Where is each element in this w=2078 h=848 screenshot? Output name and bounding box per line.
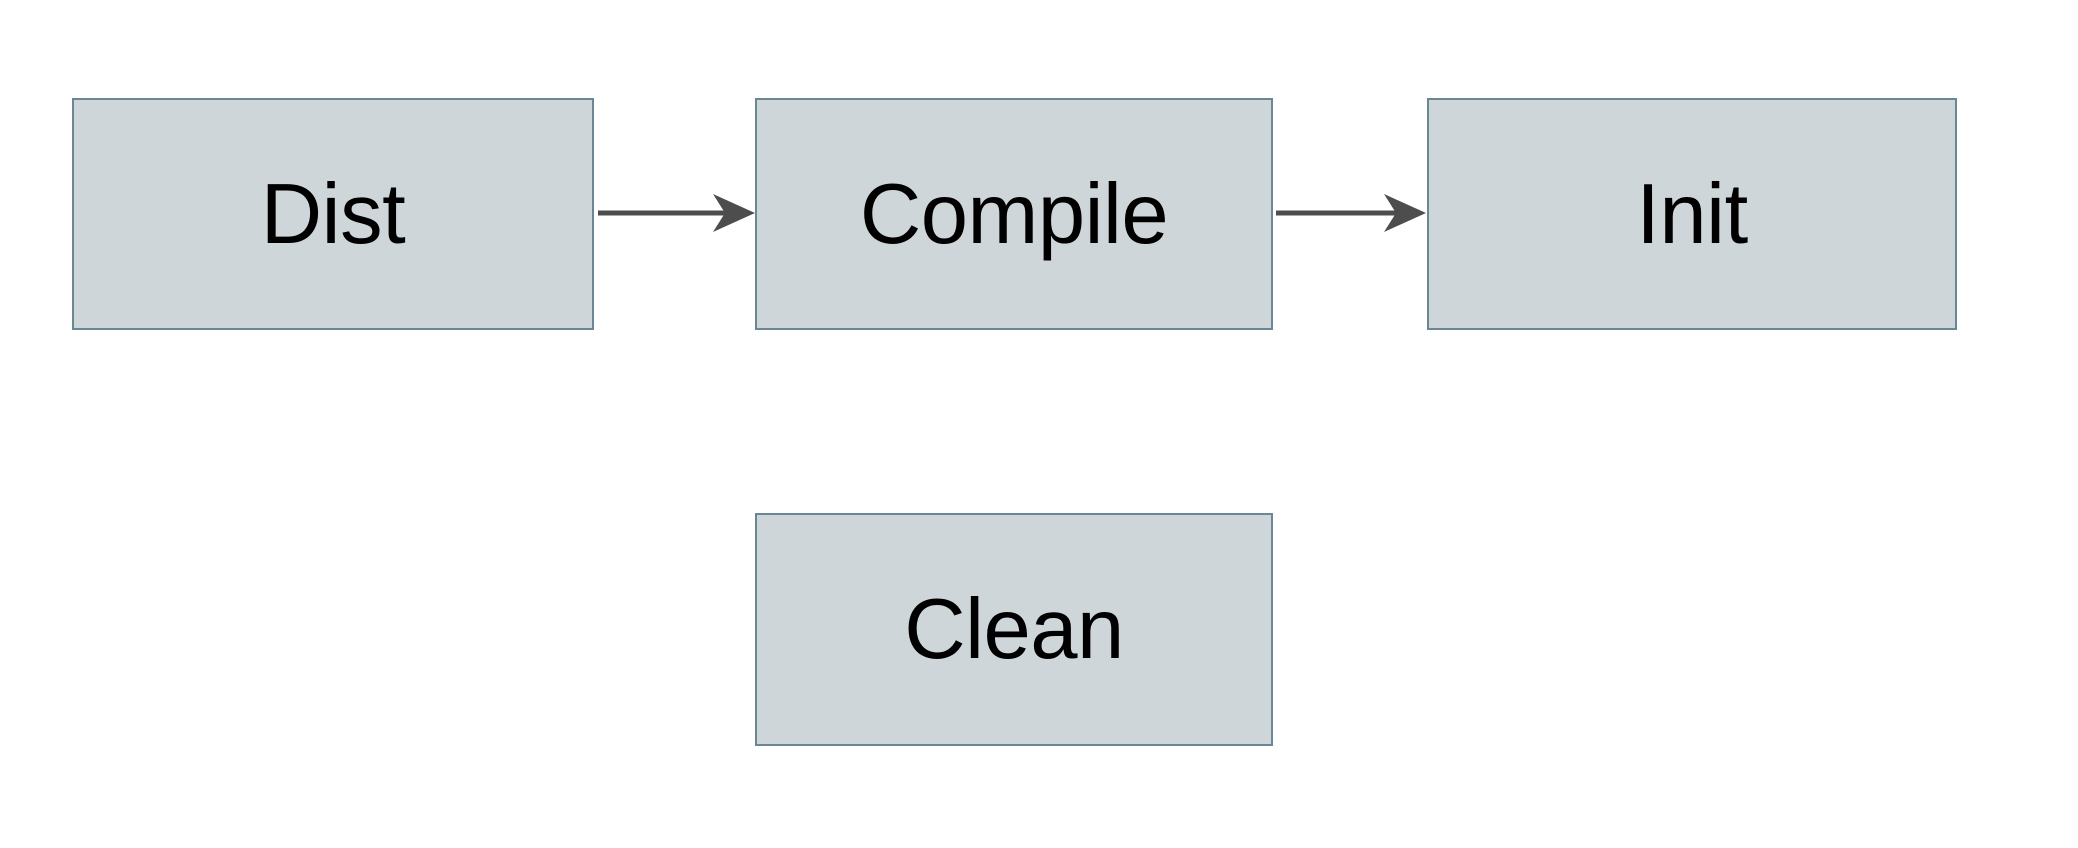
arrowhead-icon: [1384, 194, 1426, 232]
node-dist[interactable]: Dist: [72, 98, 594, 330]
node-clean-label: Clean: [904, 582, 1124, 677]
edge-dist-to-compile[interactable]: [594, 183, 759, 243]
node-init-label: Init: [1636, 166, 1748, 262]
node-compile-label: Compile: [859, 166, 1169, 262]
node-clean[interactable]: Clean: [755, 513, 1273, 746]
node-dist-label: Dist: [260, 166, 406, 262]
arrowhead-icon: [713, 194, 755, 232]
edge-compile-to-init[interactable]: [1272, 183, 1430, 243]
node-init[interactable]: Init: [1427, 98, 1957, 330]
node-compile[interactable]: Compile: [755, 98, 1273, 330]
